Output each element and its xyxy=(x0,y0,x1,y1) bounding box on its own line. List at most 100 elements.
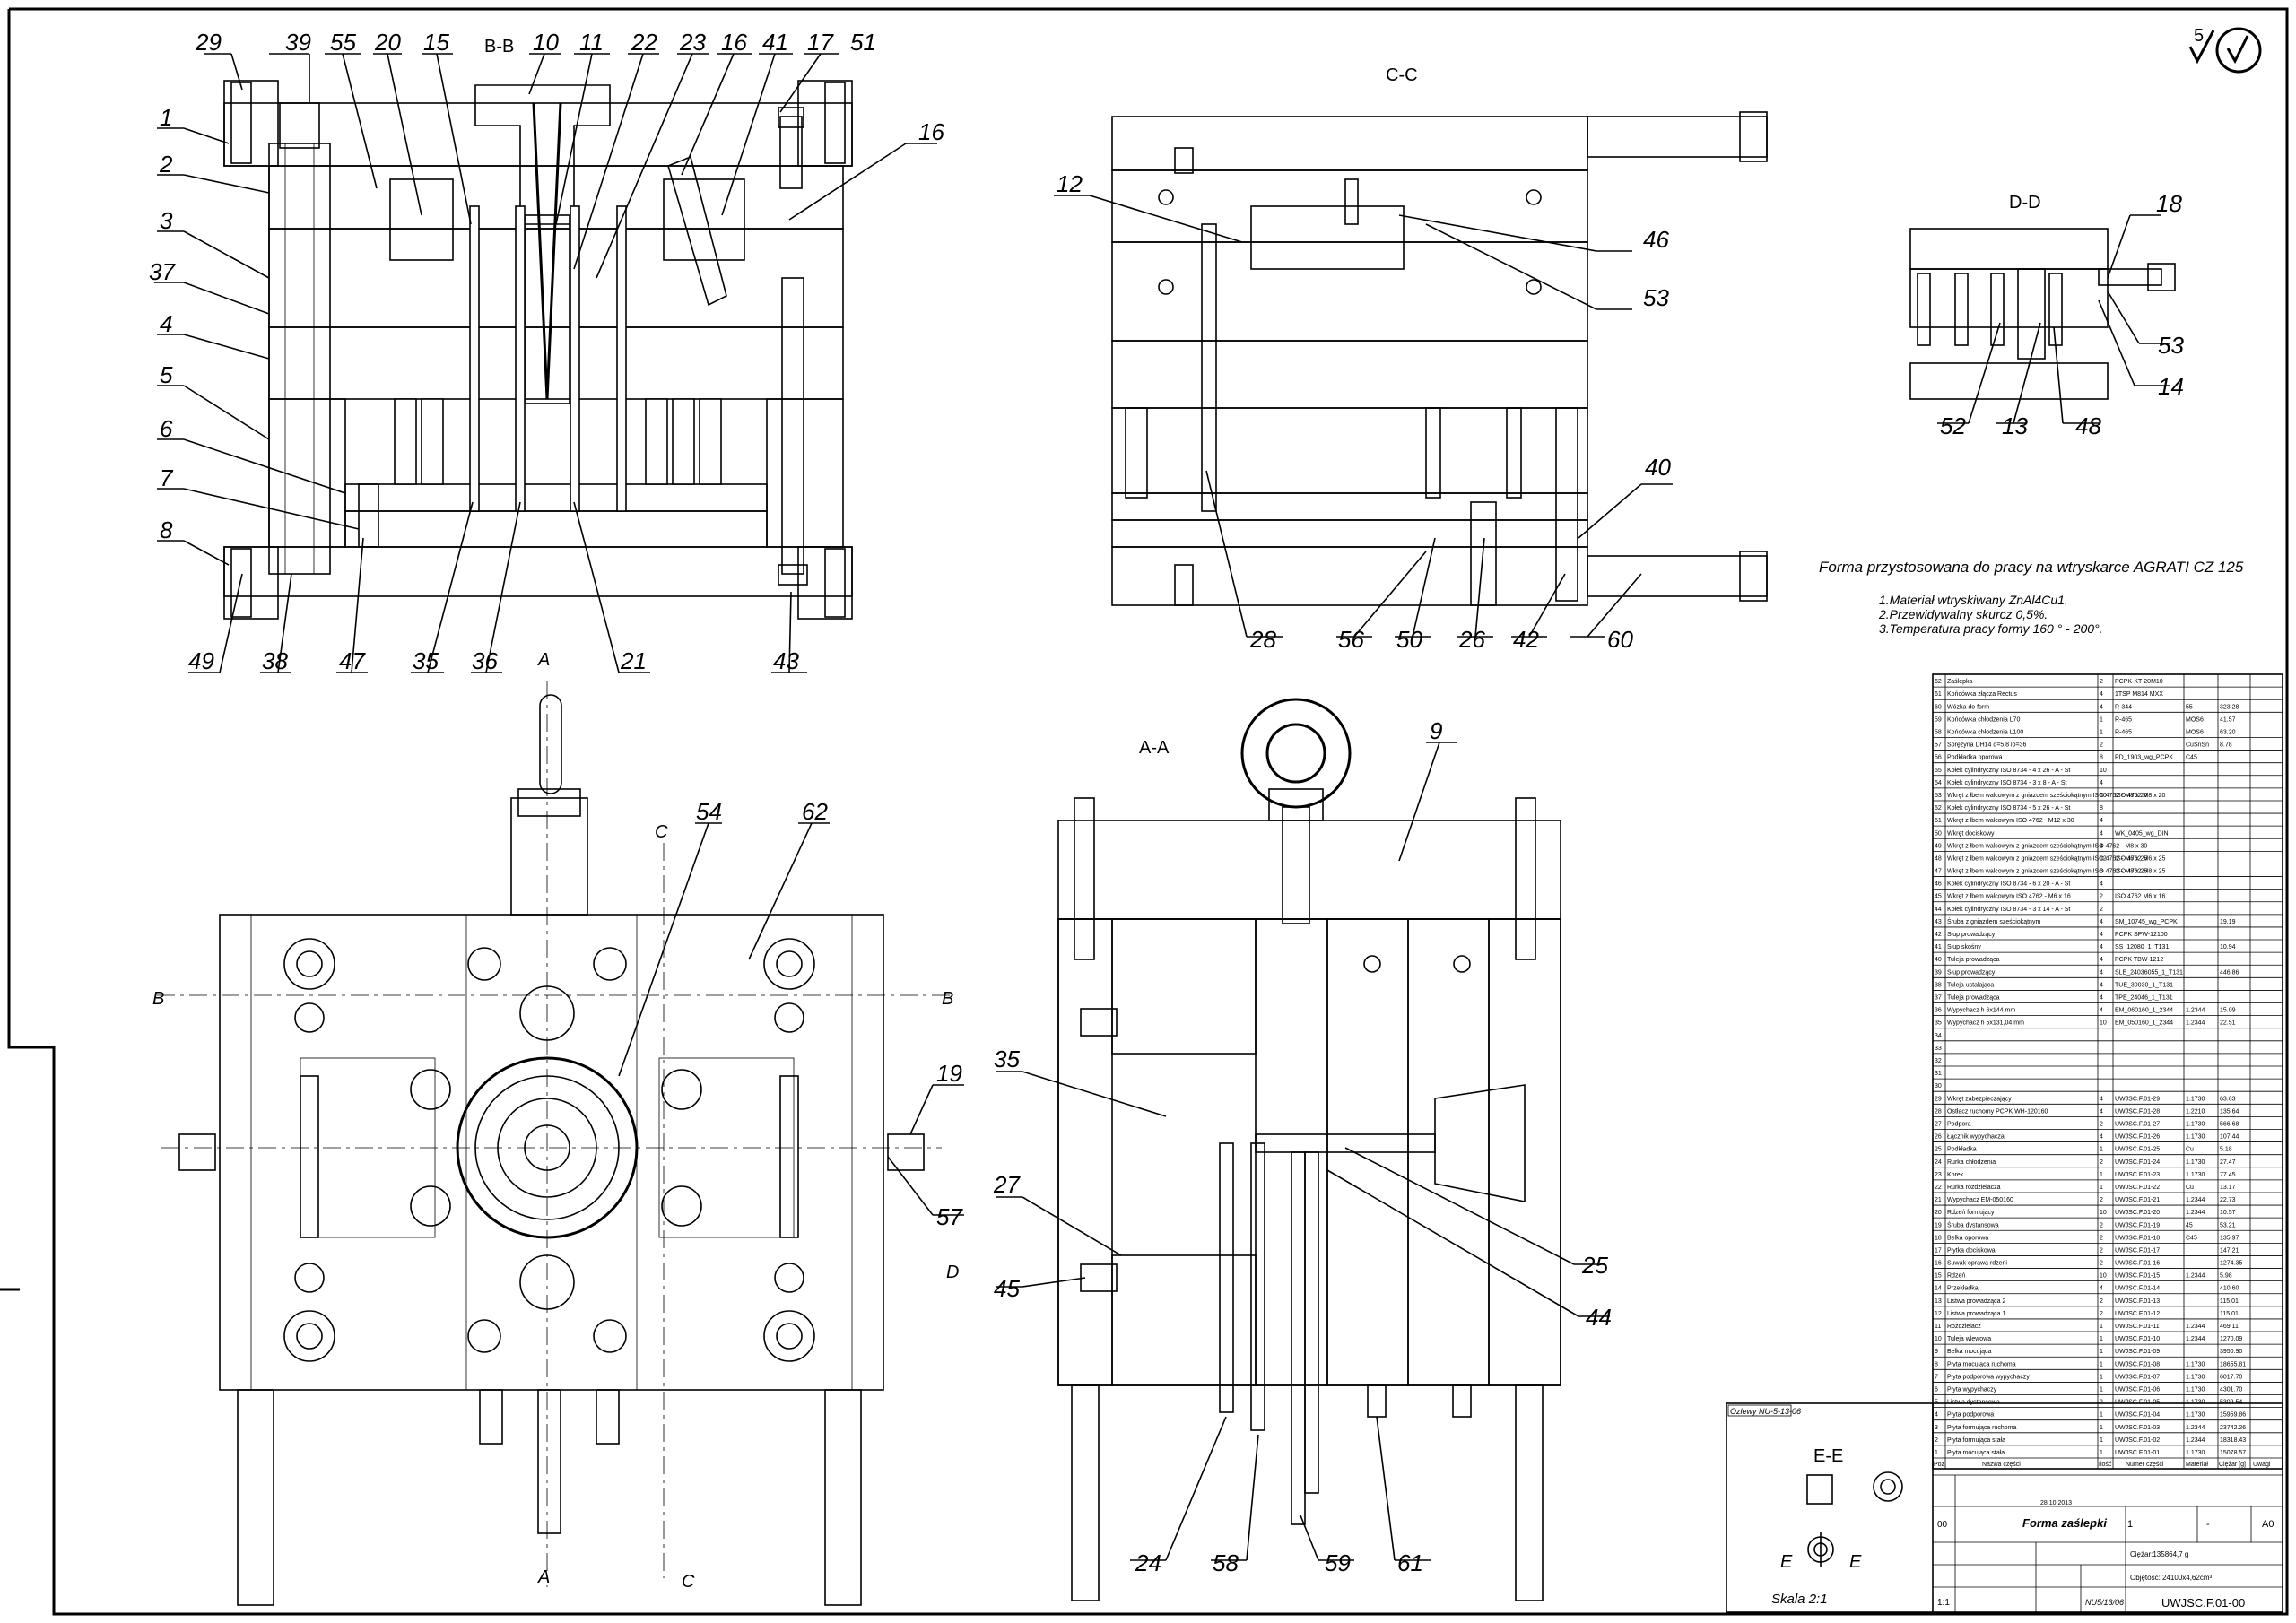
bom-cell: 2 xyxy=(2100,1222,2103,1228)
label-part-45: 45 xyxy=(994,1275,1020,1302)
bom-cell: 135.97 xyxy=(2220,1235,2239,1241)
label-part-53: 53 xyxy=(1643,284,1669,311)
bom-cell: 44 xyxy=(1935,907,1942,913)
bom-cell: 9 xyxy=(1935,1349,1938,1355)
bom-cell: 17 xyxy=(1935,1247,1942,1254)
bom-cell: ISO 4762 M6 x 16 xyxy=(2115,894,2166,900)
label-part-57: 57 xyxy=(936,1203,963,1230)
bom-cell: Przekładka xyxy=(1947,1286,1979,1292)
bom-cell: Korek xyxy=(1947,1172,1964,1178)
bom-cell: UWJSC.F.01-05 xyxy=(2115,1400,2160,1406)
bom-cell: 1270.09 xyxy=(2220,1336,2242,1342)
label-part-6: 6 xyxy=(160,415,173,442)
label-part-1: 1 xyxy=(160,104,172,131)
bom-cell: 1.2344 xyxy=(2186,1020,2205,1027)
label-part-29: 29 xyxy=(195,29,222,56)
bom-cell: 21 xyxy=(1935,1197,1942,1203)
bom-cell: 4 xyxy=(2100,919,2103,925)
drawing-volume: Objętość: 24100x4,62cm³ xyxy=(2130,1574,2212,1582)
bom-cell: 56 xyxy=(1935,755,1942,761)
bom-cell: 38 xyxy=(1935,982,1942,988)
bom-cell: UWJSC.F.01-04 xyxy=(2115,1412,2160,1419)
bom-cell: 2 xyxy=(2100,894,2103,900)
bom-cell: 4 xyxy=(2100,1108,2103,1115)
bom-cell: Sprężyna DH14 d=5,8 lo=36 xyxy=(1947,742,2026,749)
view-cc-title: C-C xyxy=(1386,65,1418,85)
bom-cell: 61 xyxy=(1935,691,1942,698)
bom-cell: 10.57 xyxy=(2220,1210,2236,1216)
bom-cell: 4 xyxy=(2100,691,2103,698)
bom-cell: Ostłacz ruchomy PCPK WH-120160 xyxy=(1947,1108,2048,1115)
bom-cell: Rdzeń xyxy=(1947,1273,1965,1280)
bom-cell: 2 xyxy=(2100,1311,2103,1317)
label-part-2: 2 xyxy=(159,151,173,178)
bom-cell: 46 xyxy=(1935,881,1942,888)
bom-cell: 2 xyxy=(2100,907,2103,913)
bom-cell: UWJSC.F.01-12 xyxy=(2115,1311,2160,1317)
bom-cell: 41.57 xyxy=(2220,716,2236,723)
bom-cell: Płyta mocująca ruchoma xyxy=(1947,1361,2016,1367)
section-mark-b-left: B xyxy=(152,989,164,1009)
bom-header-cell: Nazwa części xyxy=(1982,1462,2021,1468)
bom-cell: 4 xyxy=(2100,704,2103,710)
bom-cell: 7 xyxy=(1935,1374,1938,1380)
bom-cell: Wózka do form xyxy=(1947,704,1989,710)
section-mark-c-bottom: C xyxy=(682,1572,695,1592)
bom-cell: 4 xyxy=(2100,1286,2103,1292)
bom-cell: 2 xyxy=(2100,679,2103,685)
bom-cell: Kołek cylindryczny ISO 8734 - 6 x 20 - A… xyxy=(1947,881,2070,888)
label-part-3: 3 xyxy=(160,207,173,234)
bom-cell: 1.1730 xyxy=(2186,1159,2205,1166)
label-part-53b: 53 xyxy=(2158,332,2184,359)
bom-cell: 58 xyxy=(1935,729,1942,735)
view-bb: B-B xyxy=(223,37,853,620)
bom-cell: 4 xyxy=(2100,818,2103,824)
bom-cell: Płyta formująca stała xyxy=(1947,1437,2005,1444)
bom-cell: ISO 4762 M6 x 25 xyxy=(2115,855,2166,862)
bom-cell: PCPK SPW-12100 xyxy=(2115,932,2168,938)
bom-cell: R-344 xyxy=(2115,704,2132,710)
section-mark-e-left: E xyxy=(1780,1552,1793,1572)
bom-cell: 22.73 xyxy=(2220,1197,2236,1203)
note-1: 1.Materiał wtryskiwany ZnAl4Cu1. xyxy=(1879,593,2068,607)
bom-cell: 8 xyxy=(2100,755,2103,761)
technical-notes: Forma przystosowana do pracy na wtryskar… xyxy=(1819,559,2244,636)
bom-cell: 18 xyxy=(1935,1235,1942,1241)
drawing-date: 28.10.2013 xyxy=(2040,1500,2072,1506)
bom-cell: 4 xyxy=(2100,982,2103,988)
bom-cell: 1.1730 xyxy=(2186,1400,2205,1406)
bom-cell: 28 xyxy=(1935,1108,1942,1115)
section-mark-a-top: A xyxy=(537,650,550,670)
label-part-21: 21 xyxy=(620,647,647,674)
bom-cell: 31 xyxy=(1935,1071,1942,1077)
bom-cell: UWJSC.F.01-22 xyxy=(2115,1185,2160,1191)
bom-cell: 1.1730 xyxy=(2186,1374,2205,1380)
bom-cell: UWJSC.F.01-03 xyxy=(2115,1425,2160,1431)
bom-cell: UWJSC.F.01-25 xyxy=(2115,1147,2160,1153)
bom-cell: 47 xyxy=(1935,869,1942,875)
bom-cell: 14 xyxy=(1935,1286,1942,1292)
bom-cell: 19 xyxy=(1935,1222,1942,1228)
label-part-17: 17 xyxy=(807,29,834,56)
bom-cell: 22 xyxy=(1935,1185,1942,1191)
bom-cell: 1.1730 xyxy=(2186,1450,2205,1456)
bom-cell: 18655.81 xyxy=(2220,1361,2246,1367)
bom-cell: Kołek cylindryczny ISO 8734 - 3 x 8 - A … xyxy=(1947,780,2066,786)
bom-cell: Suwak oprawa rdzeni xyxy=(1947,1261,2007,1267)
bom-cell: 23 xyxy=(1935,1172,1942,1178)
bom-cell: Wkręt dociskowy xyxy=(1947,830,1995,837)
label-part-52: 52 xyxy=(1940,412,1966,439)
bom-cell: 53.21 xyxy=(2220,1222,2236,1228)
bom-cell: 1 xyxy=(2100,1361,2103,1367)
label-part-44: 44 xyxy=(1586,1304,1612,1331)
bom-cell: Zaślepka xyxy=(1947,679,1973,685)
bom-cell: SM_10745_wg_PCPK xyxy=(2115,919,2178,925)
bom-cell: UWJSC.F.01-11 xyxy=(2115,1324,2160,1330)
bom-cell: 36 xyxy=(1935,1008,1942,1014)
bom-cell: 15 xyxy=(1935,1273,1942,1280)
bom-cell: 410.60 xyxy=(2220,1286,2239,1292)
leader-lines xyxy=(154,53,2170,1561)
label-part-49: 49 xyxy=(188,647,214,674)
bom-cell: Wkręt zabezpieczający xyxy=(1947,1096,2012,1102)
bom-cell: Płyta podporowa wypychaczy xyxy=(1947,1374,2030,1380)
